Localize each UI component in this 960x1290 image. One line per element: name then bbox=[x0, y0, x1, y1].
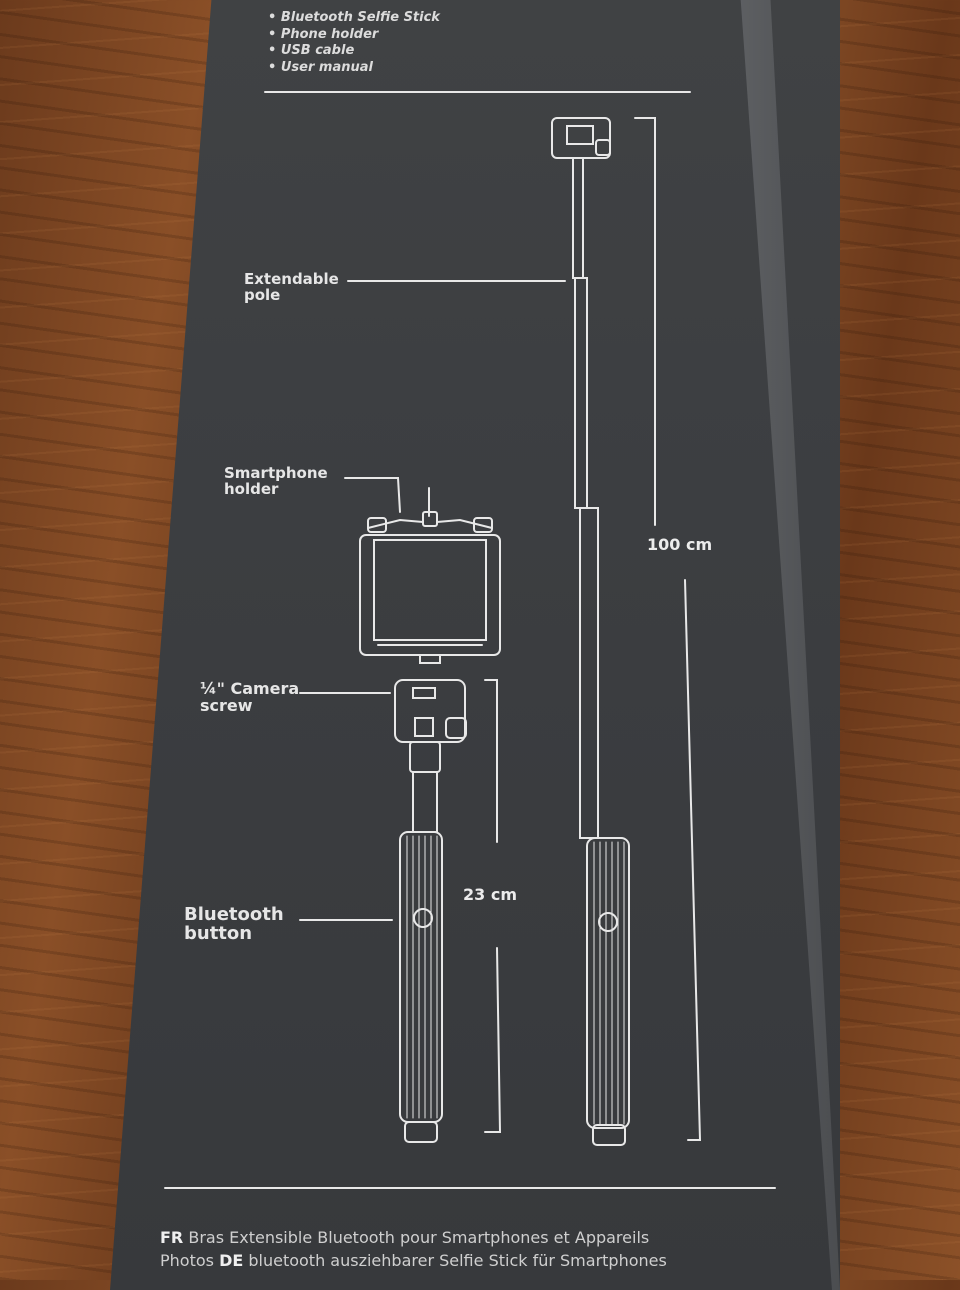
label-line: Smartphone bbox=[224, 464, 328, 482]
label-line: holder bbox=[224, 479, 279, 498]
language-code-de: DE bbox=[219, 1251, 244, 1270]
contents-item: Bluetooth Selfie Stick bbox=[268, 10, 440, 27]
phone-holder-illustration bbox=[359, 487, 501, 664]
callout-smartphone-holder bbox=[344, 477, 401, 513]
contents-item: User manual bbox=[268, 60, 440, 77]
label-bluetooth-button: Bluetooth button bbox=[184, 904, 284, 944]
de-description: bluetooth ausziehbarer Selfie Stick für … bbox=[243, 1251, 667, 1270]
full-length-bracket-top bbox=[634, 117, 656, 526]
fr-description-continued: Photos bbox=[160, 1251, 220, 1270]
label-camera-screw: ¼" Camera screw bbox=[200, 679, 300, 715]
collapsed-length-bracket-bottom bbox=[484, 947, 502, 1133]
label-extendable-pole: Extendable pole bbox=[244, 270, 339, 304]
label-line: button bbox=[184, 922, 253, 944]
fr-description: Bras Extensible Bluetooth pour Smartphon… bbox=[183, 1228, 650, 1247]
collapsed-length-bracket-top bbox=[484, 679, 498, 843]
label-line: pole bbox=[244, 285, 281, 304]
language-code-fr: FR bbox=[160, 1228, 184, 1247]
footer-line-2: Photos DE bluetooth ausziehbarer Selfie … bbox=[160, 1249, 780, 1272]
multilingual-product-description: FR Bras Extensible Bluetooth pour Smartp… bbox=[160, 1226, 780, 1272]
label-line: ¼" Camera bbox=[200, 679, 300, 698]
contents-item: USB cable bbox=[268, 43, 440, 60]
label-line: Extendable bbox=[244, 270, 339, 288]
contents-item: Phone holder bbox=[268, 27, 440, 44]
label-line: Bluetooth bbox=[184, 904, 284, 925]
package-contents-list: Bluetooth Selfie Stick Phone holder USB … bbox=[268, 10, 440, 76]
collapsed-stick-illustration bbox=[394, 679, 467, 1143]
collapsed-length-measurement: 23 cm bbox=[463, 885, 517, 904]
full-length-measurement: 100 cm bbox=[647, 535, 713, 554]
full-length-bracket-bottom bbox=[684, 579, 702, 1141]
extended-stick-illustration bbox=[551, 117, 630, 1146]
label-line: screw bbox=[200, 695, 253, 715]
label-smartphone-holder: Smartphone holder bbox=[224, 464, 328, 498]
footer-line-1: FR Bras Extensible Bluetooth pour Smartp… bbox=[160, 1226, 780, 1249]
